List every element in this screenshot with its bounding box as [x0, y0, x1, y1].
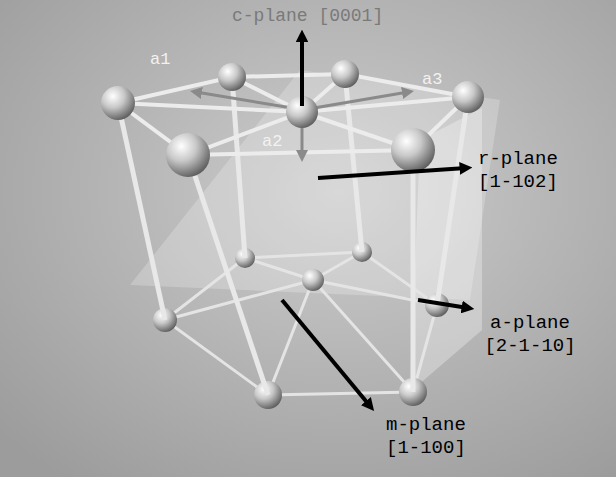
plane-label: m-plane [1-100] [386, 414, 490, 460]
plane-label: a-plane [2-1-10] [478, 312, 582, 358]
axis-label: a1 [150, 50, 170, 70]
top-atoms [101, 60, 484, 177]
plane-label: c-plane [0001] [232, 6, 383, 28]
axis-label: a3 [422, 70, 442, 90]
rods [118, 74, 468, 395]
plane-label: r-plane [1-102] [478, 148, 582, 194]
bottom-atoms [153, 242, 449, 409]
normal-arrows [282, 36, 468, 406]
axis-label: a2 [262, 132, 282, 152]
